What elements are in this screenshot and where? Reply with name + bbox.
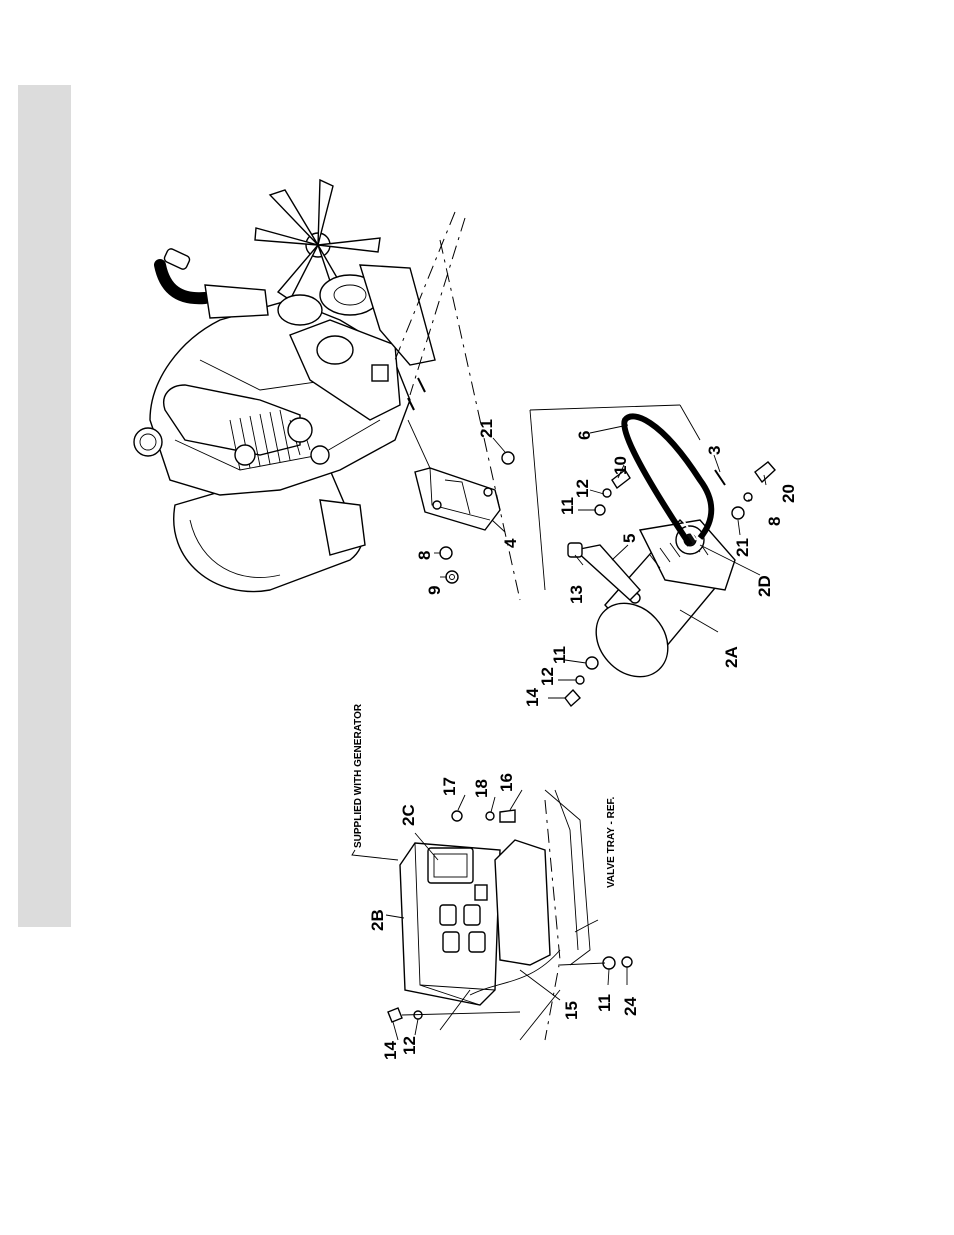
lockwasher-part-12-left	[576, 676, 584, 684]
callout-11-box: 11	[595, 994, 614, 1012]
washer-part-21-top	[502, 452, 514, 464]
mounting-plate-part-15	[495, 840, 550, 965]
washer-part-8	[440, 547, 452, 559]
washer-part-11-left	[586, 657, 598, 669]
meter-part-2c	[428, 848, 473, 883]
callout-2d: 2D	[755, 575, 774, 597]
callout-15: 15	[562, 1001, 581, 1020]
callout-10: 10	[611, 456, 630, 475]
washer-part-21-bottom	[732, 507, 744, 519]
nut-part-17	[452, 811, 462, 821]
callout-13: 13	[567, 585, 586, 604]
washer-part-11-right	[595, 505, 605, 515]
callout-16: 16	[497, 773, 516, 792]
callout-20: 20	[779, 484, 798, 503]
nut-part-24	[622, 957, 632, 967]
bolt-part-14-box	[388, 1008, 402, 1022]
bolt-part-14-left	[565, 690, 580, 706]
outlet-box-part-2b	[400, 843, 500, 1005]
callout-12-right: 12	[573, 479, 592, 498]
key-part-3	[715, 470, 725, 485]
callout-12-box: 12	[400, 1036, 419, 1055]
callout-11-left: 11	[550, 646, 569, 664]
callout-3: 3	[705, 446, 724, 455]
callout-6: 6	[575, 431, 594, 440]
callout-9: 9	[425, 586, 444, 595]
callout-2c: 2C	[399, 804, 418, 826]
callout-24: 24	[621, 997, 640, 1016]
washer-part-18	[486, 812, 494, 820]
screw-part-16	[500, 810, 515, 822]
callout-8-top: 8	[415, 551, 434, 560]
nut-part-9	[446, 571, 458, 583]
callout-5: 5	[620, 534, 639, 543]
generator-part-2a	[581, 520, 735, 691]
callout-14-box: 14	[381, 1041, 400, 1060]
callout-17: 17	[440, 777, 459, 796]
callout-2b: 2B	[368, 909, 387, 931]
callout-14-left: 14	[523, 688, 542, 707]
callout-8-bottom: 8	[765, 517, 784, 526]
callout-18: 18	[472, 779, 491, 798]
callout-12-left: 12	[538, 667, 557, 686]
callout-4: 4	[501, 538, 520, 548]
callout-21-bottom: 21	[733, 538, 752, 557]
callout-2a: 2A	[722, 646, 741, 668]
spacer-part-13	[568, 543, 582, 557]
lockwasher-part-12-right	[603, 489, 611, 497]
callout-11-right: 11	[558, 497, 577, 515]
valve-tray-ref-note: VALVE TRAY - REF.	[606, 796, 617, 888]
engine-assembly	[134, 180, 435, 592]
callout-21-top: 21	[477, 419, 496, 438]
supplied-with-generator-note: SUPPLIED WITH GENERATOR	[353, 703, 364, 848]
